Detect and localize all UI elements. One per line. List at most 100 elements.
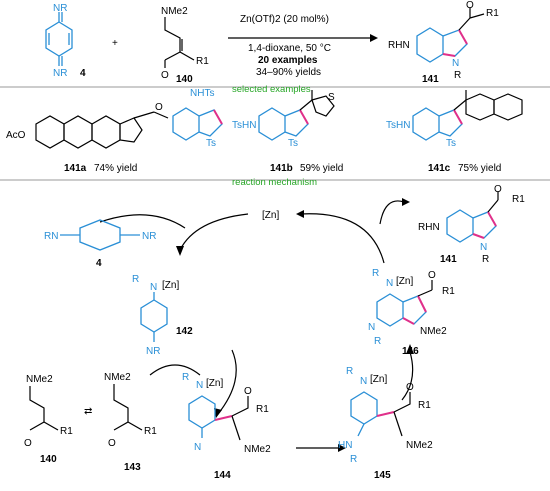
atom-R-145b: R (350, 454, 357, 465)
atom-TsHN-141b: TsHN (232, 120, 256, 131)
atom-R1-144: R1 (256, 404, 269, 415)
atom-NR-142: NR (146, 346, 160, 357)
atom-R1-141: R1 (486, 8, 499, 19)
example-141c: TsHN Ts 141c 75% yield (386, 90, 523, 174)
cycle-arrow-142-to-144 (217, 349, 237, 415)
atom-Zn-144: [Zn] (206, 378, 223, 389)
reaction-arrow-top: Zn(OTf)2 (20 mol%) 1,4-dioxane, 50 °C 20… (228, 14, 378, 78)
intermediate-145: R N [Zn] HN R O R1 NMe2 145 (338, 366, 433, 481)
atom-Ts-141b: Ts (288, 138, 298, 149)
atom-R-mech141: R (482, 254, 489, 265)
atom-R1: R1 (196, 56, 209, 67)
condition-yields: 34–90% yields (256, 67, 321, 78)
compound-label-143: 143 (124, 462, 141, 473)
atom-RHN-mech141: RHN (418, 222, 440, 233)
mech-enaminone-140: NMe2 O R1 140 (24, 374, 73, 465)
atom-R-144: R (182, 372, 189, 383)
atom-O-143: O (108, 438, 116, 449)
condition-catalyst: Zn(OTf)2 (20 mol%) (240, 14, 329, 25)
cycle-arrow-145-to-146 (401, 351, 414, 401)
quinone-diimine-4: NR NR 4 (45, 3, 86, 79)
atom-R1-145: R1 (418, 400, 431, 411)
cycle-arrow-146-to-zn (299, 213, 385, 264)
atom-Zn-145: [Zn] (370, 374, 387, 385)
example-label-141c: 141c (428, 163, 451, 174)
condition-examples: 20 examples (258, 55, 318, 66)
compound-label-141: 141 (422, 74, 439, 85)
compound-label-4: 4 (80, 68, 86, 79)
atom-R-146: R (372, 268, 379, 279)
atom-NR-mech4: NR (142, 231, 156, 242)
intermediate-142: R N [Zn] NR 142 (132, 274, 193, 357)
atom-R1-146: R1 (442, 286, 455, 297)
atom-NMe2-146: NMe2 (420, 326, 447, 337)
example-yield-141a: 74% yield (94, 163, 137, 174)
atom-NR-top: NR (53, 3, 67, 14)
condition-solvent: 1,4-dioxane, 50 °C (248, 43, 331, 54)
section-title-examples: selected examples (232, 84, 311, 95)
example-label-141b: 141b (270, 163, 293, 174)
compound-label-146: 146 (402, 346, 419, 357)
compound-label-142: 142 (176, 326, 193, 337)
atom-O-145: O (406, 382, 414, 393)
atom-HN-145: HN (338, 440, 352, 451)
atom-O-mech140: O (24, 438, 32, 449)
atom-NMe2-mech140: NMe2 (26, 374, 53, 385)
compound-label-144: 144 (214, 470, 231, 481)
atom-N-145: N (360, 376, 367, 387)
iminium-143: NMe2 O R1 143 (104, 372, 157, 473)
cycle-arrow-product-out (379, 200, 405, 225)
mech-label-140: 140 (40, 454, 57, 465)
atom-O-mech141: O (494, 184, 502, 195)
atom-O-141: O (466, 0, 474, 11)
atom-NMe2-143: NMe2 (104, 372, 131, 383)
atom-NHTs-141a: NHTs (190, 88, 214, 99)
atom-NMe2: NMe2 (161, 6, 188, 17)
mech-product-141: O R1 RHN N R 141 (418, 184, 525, 265)
atom-N-142: N (150, 282, 157, 293)
atom-NR-bottom: NR (53, 68, 67, 79)
atom-R-141: R (454, 70, 461, 81)
intermediate-146: R N [Zn] O R1 N R NMe2 146 (368, 268, 455, 357)
indole-product-141: O R1 RHN N R 141 (388, 0, 499, 85)
atom-NMe2-145: NMe2 (406, 440, 433, 451)
atom-N-141: N (452, 58, 459, 69)
cycle-arrow-4-in (99, 214, 186, 229)
atom-R-146b: R (374, 336, 381, 347)
example-yield-141b: 59% yield (300, 163, 343, 174)
atom-NMe2-144: NMe2 (244, 444, 271, 455)
atom-R1-mech141: R1 (512, 194, 525, 205)
cycle-arrow-zn-to-142 (179, 213, 249, 251)
equilibrium-arrows: ⇄ (84, 406, 92, 417)
atom-R-145: R (346, 366, 353, 377)
atom-S-141b: S (328, 92, 335, 103)
catalyst-zn: [Zn] (262, 210, 279, 221)
atom-O-144: O (244, 386, 252, 397)
compound-label-145: 145 (374, 470, 391, 481)
atom-N-144: N (196, 380, 203, 391)
atom-N-mech141: N (480, 242, 487, 253)
atom-RHN-141: RHN (388, 40, 410, 51)
section-title-mechanism: reaction mechanism (232, 177, 317, 188)
example-141a: AcO O NHTs Ts 141a 74% yield (6, 88, 223, 174)
atom-AcO: AcO (6, 130, 26, 141)
compound-label-140: 140 (176, 74, 193, 85)
atom-TsHN-141c: TsHN (386, 120, 410, 131)
atom-O: O (161, 70, 169, 81)
mech-label-141: 141 (440, 254, 457, 265)
atom-Ts-141c: Ts (446, 138, 456, 149)
atom-R1-mech140: R1 (60, 426, 73, 437)
atom-N-146b: N (368, 322, 375, 333)
atom-O-146: O (428, 270, 436, 281)
atom-R1-143: R1 (144, 426, 157, 437)
atom-Zn-142: [Zn] (162, 280, 179, 291)
example-141b: TsHN S Ts 141b 59% yield (232, 90, 343, 174)
mech-quinone-4: RN NR 4 (44, 219, 156, 269)
atom-N-146: N (386, 278, 393, 289)
atom-Zn-146: [Zn] (396, 276, 413, 287)
cycle-arrow-143-in (149, 364, 201, 376)
mech-label-4: 4 (96, 258, 102, 269)
intermediate-144: R N [Zn] N O R1 NMe2 144 (182, 372, 271, 481)
atom-R-142: R (132, 274, 139, 285)
